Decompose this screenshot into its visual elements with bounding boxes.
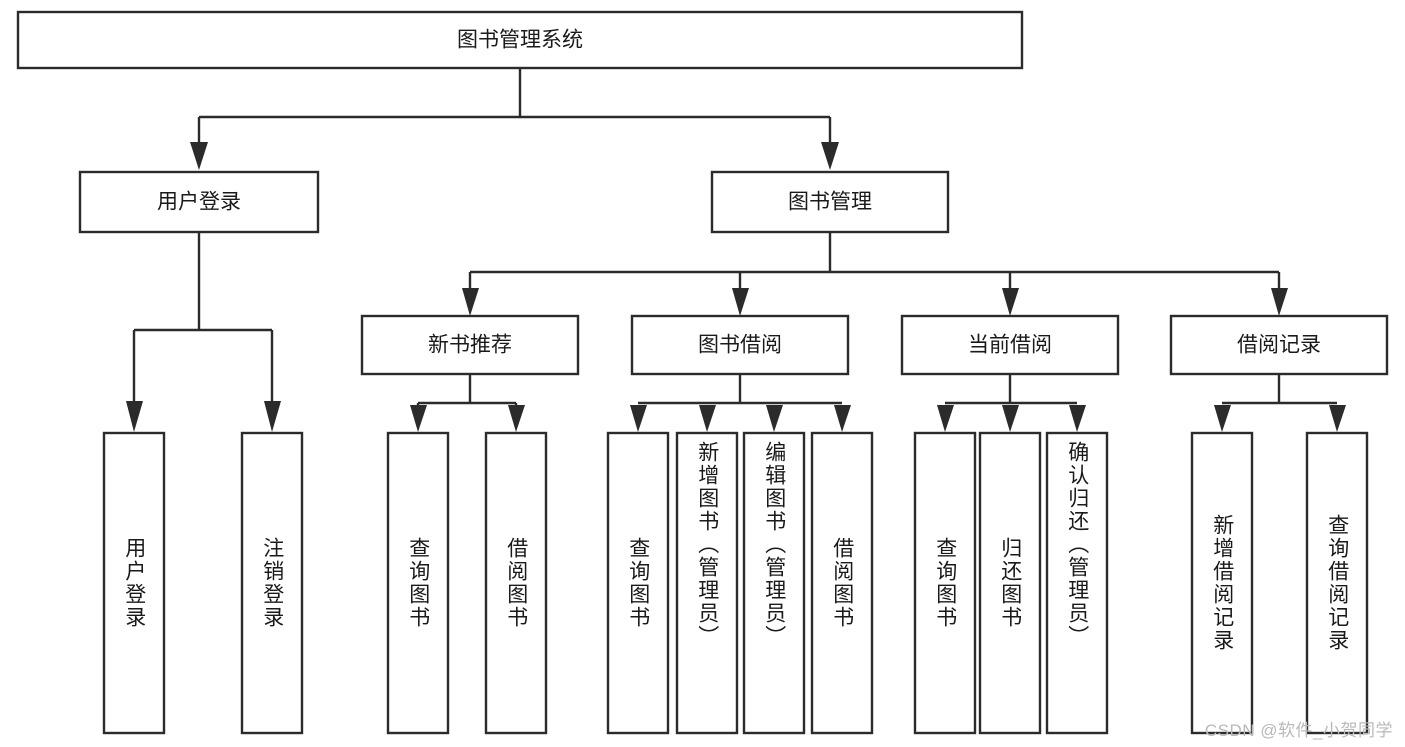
leaf-label-current-confirm: 确认归还（管理员）	[1065, 441, 1089, 648]
leaf-box-logout[interactable]	[240, 431, 304, 735]
arrowhead-borrowrecord-leaf-1	[1214, 405, 1231, 432]
connectors-root-to-level2	[190, 68, 839, 170]
node-borrow-record-box[interactable]	[1169, 314, 1389, 376]
leaf-label-borrow-lend: 借阅图书	[830, 537, 854, 629]
node-book-borrow-box[interactable]	[630, 314, 850, 376]
connectors-borrowrecord-to-leaves	[1214, 374, 1346, 432]
leaf-label-newbook-query: 查询图书	[406, 537, 430, 629]
connectors-bookmanage-to-level3	[462, 232, 1288, 316]
leaf-box-newbook-query[interactable]	[386, 431, 450, 735]
node-user-login-label: 用户登录	[157, 191, 241, 214]
arrowhead-to-current-borrow	[1002, 288, 1019, 316]
connectors-currentborrow-to-leaves	[937, 374, 1086, 432]
node-book-manage-box[interactable]	[710, 170, 950, 234]
node-new-book-recommend-box[interactable]	[360, 314, 580, 376]
arrowhead-leaf-user-login	[126, 401, 143, 432]
leaf-box-newbook-borrow[interactable]	[484, 431, 548, 735]
node-borrow-record-label: 借阅记录	[1237, 334, 1321, 357]
connectors-bookborrow-to-leaves	[630, 374, 851, 432]
leaf-box-current-query[interactable]	[913, 431, 977, 735]
arrowhead-bookborrow-leaf-3	[766, 405, 783, 432]
node-current-borrow-box[interactable]	[900, 314, 1120, 376]
leaf-label-borrow-add: 新增图书（管理员）	[695, 441, 719, 648]
arrowhead-newbook-leaf-2	[508, 405, 525, 432]
leaf-box-borrow-query[interactable]	[606, 431, 670, 735]
leaf-box-record-query[interactable]	[1305, 431, 1369, 735]
leaf-label-user-login: 用户登录	[122, 537, 146, 629]
arrowhead-bookborrow-leaf-4	[834, 405, 851, 432]
arrowhead-bookborrow-leaf-1	[630, 405, 647, 432]
arrowhead-to-new-book	[462, 288, 479, 316]
leaf-label-borrow-edit: 编辑图书（管理员）	[762, 441, 786, 648]
leaf-box-current-return[interactable]	[978, 431, 1042, 735]
node-book-borrow-label: 图书借阅	[698, 334, 782, 357]
arrowhead-bookborrow-leaf-2	[699, 405, 716, 432]
leaf-label-logout: 注销登录	[260, 537, 284, 629]
leaf-box-record-add[interactable]	[1190, 431, 1254, 735]
arrowhead-to-book-borrow	[732, 288, 749, 316]
node-user-login-box[interactable]	[78, 170, 320, 234]
leaf-label-record-add: 新增借阅记录	[1210, 514, 1234, 652]
node-root-box[interactable]	[16, 10, 1024, 70]
connectors-newbook-to-leaves	[410, 374, 525, 432]
arrowhead-currentborrow-leaf-3	[1069, 405, 1086, 432]
arrowhead-currentborrow-leaf-2	[1002, 405, 1019, 432]
leaf-label-current-return: 归还图书	[998, 537, 1022, 629]
arrowhead-borrowrecord-leaf-2	[1329, 405, 1346, 432]
arrowhead-to-user-login	[190, 142, 208, 170]
node-new-book-recommend-label: 新书推荐	[428, 334, 512, 357]
node-root-label: 图书管理系统	[457, 29, 583, 52]
leaf-label-record-query: 查询借阅记录	[1325, 514, 1349, 652]
arrowhead-leaf-logout	[264, 401, 281, 432]
watermark-text: CSDN @软件_小贺同学	[1204, 721, 1393, 740]
leaf-label-current-query: 查询图书	[933, 537, 957, 629]
connectors-userlogin-to-leaves	[126, 232, 281, 432]
leaf-box-borrow-lend[interactable]	[810, 431, 874, 735]
arrowhead-to-borrow-record	[1271, 288, 1288, 316]
leaf-box-current-confirm[interactable]	[1045, 431, 1109, 735]
node-book-manage-label: 图书管理	[788, 191, 872, 214]
arrowhead-currentborrow-leaf-1	[937, 405, 954, 432]
arrowhead-to-book-manage	[821, 142, 839, 170]
leaf-box-borrow-edit[interactable]	[742, 431, 806, 735]
arrowhead-newbook-leaf-1	[410, 405, 427, 432]
leaf-box-user-login[interactable]	[102, 431, 166, 735]
leaf-label-newbook-borrow: 借阅图书	[504, 537, 528, 629]
leaf-box-borrow-add[interactable]	[675, 431, 739, 735]
leaf-label-borrow-query: 查询图书	[626, 537, 650, 629]
node-current-borrow-label: 当前借阅	[968, 334, 1052, 357]
